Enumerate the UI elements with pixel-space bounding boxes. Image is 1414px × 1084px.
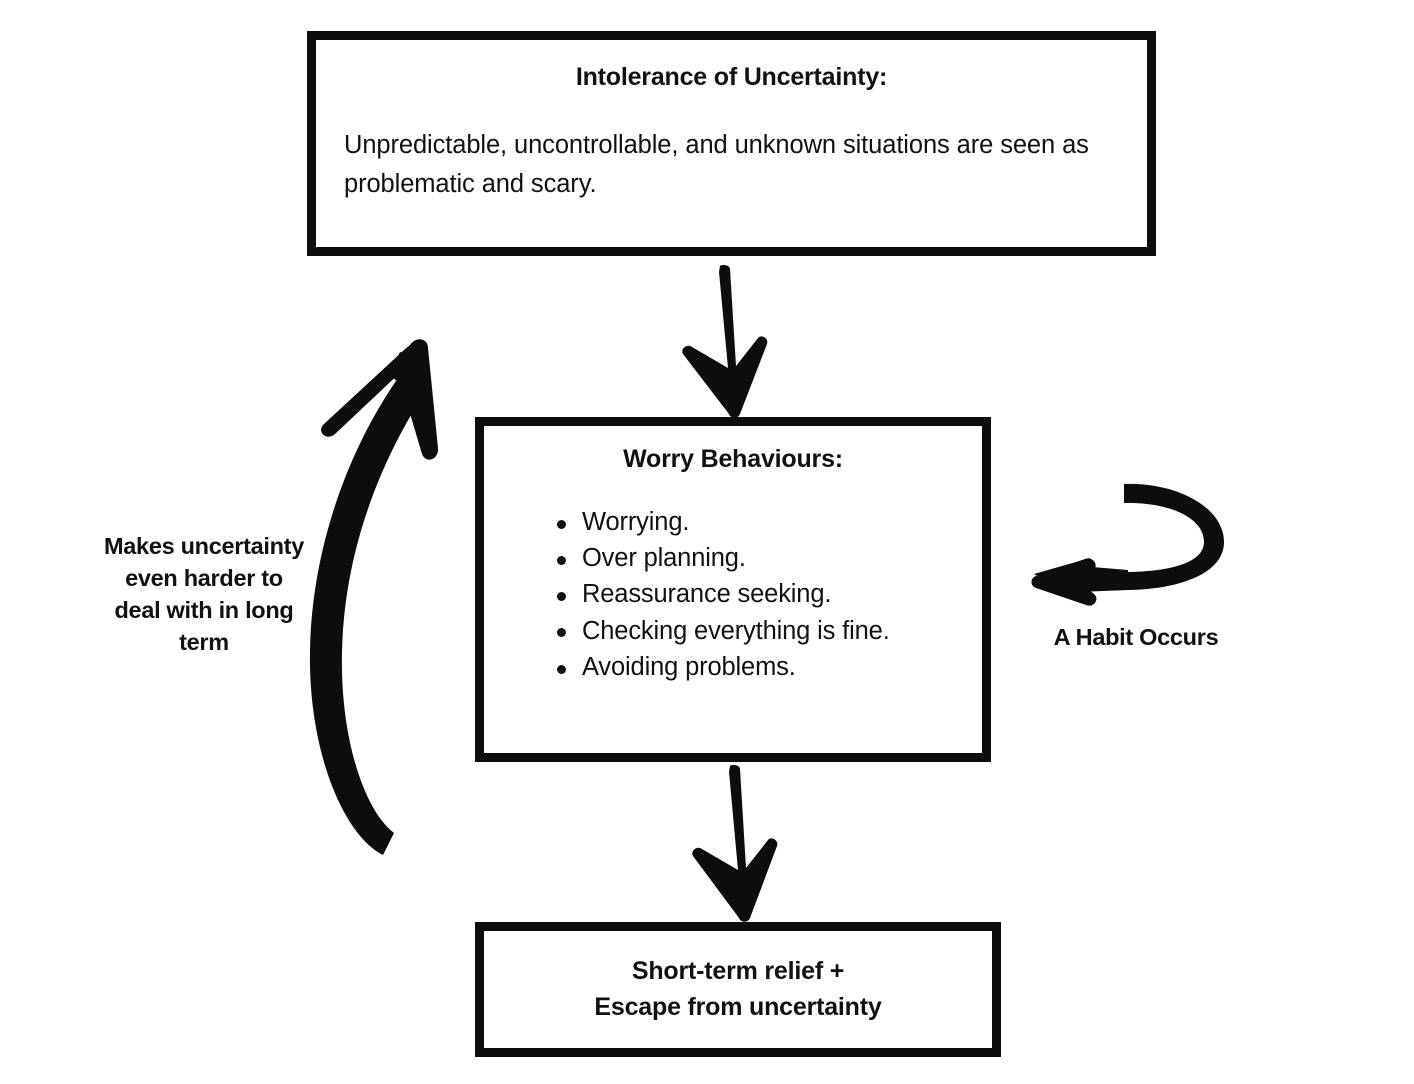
list-item-label: Worrying.	[582, 508, 690, 536]
caption-makes-uncertainty-harder: Makes uncertainty even harder to deal wi…	[104, 533, 304, 655]
relief-line-1: Short-term relief +	[631, 957, 845, 985]
arrow-down-icon-uncertainty-to-worry	[682, 265, 768, 418]
list-item: Reassurance seeking.	[506, 576, 960, 612]
bullet-dot-icon	[557, 519, 566, 529]
curved-arrow-up-icon-relief-to-uncertainty	[309, 339, 439, 855]
bullet-dot-icon	[557, 628, 566, 638]
list-item: Worrying.	[506, 504, 960, 540]
box-body-short-term-relief: Short-term relief + Escape from uncertai…	[594, 954, 881, 1025]
worry-behaviours-list: Worrying. Over planning. Reassurance see…	[506, 504, 960, 685]
box-worry-behaviours: Worry Behaviours: Worrying. Over plannin…	[475, 417, 991, 762]
bullet-dot-icon	[557, 664, 566, 674]
arrow-down-icon-worry-to-relief	[692, 765, 778, 922]
box-intolerance-of-uncertainty: Intolerance of Uncertainty: Unpredictabl…	[307, 31, 1156, 256]
list-item: Checking everything is fine.	[506, 613, 960, 649]
bullet-dot-icon	[557, 592, 566, 602]
box-title-worry-behaviours: Worry Behaviours:	[623, 445, 843, 473]
list-item-label: Avoiding problems.	[582, 652, 796, 681]
list-item-label: Checking everything is fine.	[582, 616, 890, 645]
box-body-intolerance-of-uncertainty: Unpredictable, uncontrollable, and unkno…	[344, 131, 1089, 198]
list-item: Avoiding problems.	[506, 649, 960, 685]
list-item: Over planning.	[506, 540, 960, 576]
relief-line-2: Escape from uncertainty	[594, 992, 882, 1021]
list-item-label: Reassurance seeking.	[582, 580, 832, 609]
box-short-term-relief: Short-term relief + Escape from uncertai…	[475, 922, 1001, 1057]
bullet-dot-icon	[557, 556, 566, 565]
caption-a-habit-occurs: A Habit Occurs	[1053, 624, 1219, 650]
curved-arrow-loop-icon-habit-occurs	[1031, 483, 1224, 606]
list-item-label: Over planning.	[582, 544, 746, 573]
box-title-intolerance-of-uncertainty: Intolerance of Uncertainty:	[575, 63, 888, 91]
